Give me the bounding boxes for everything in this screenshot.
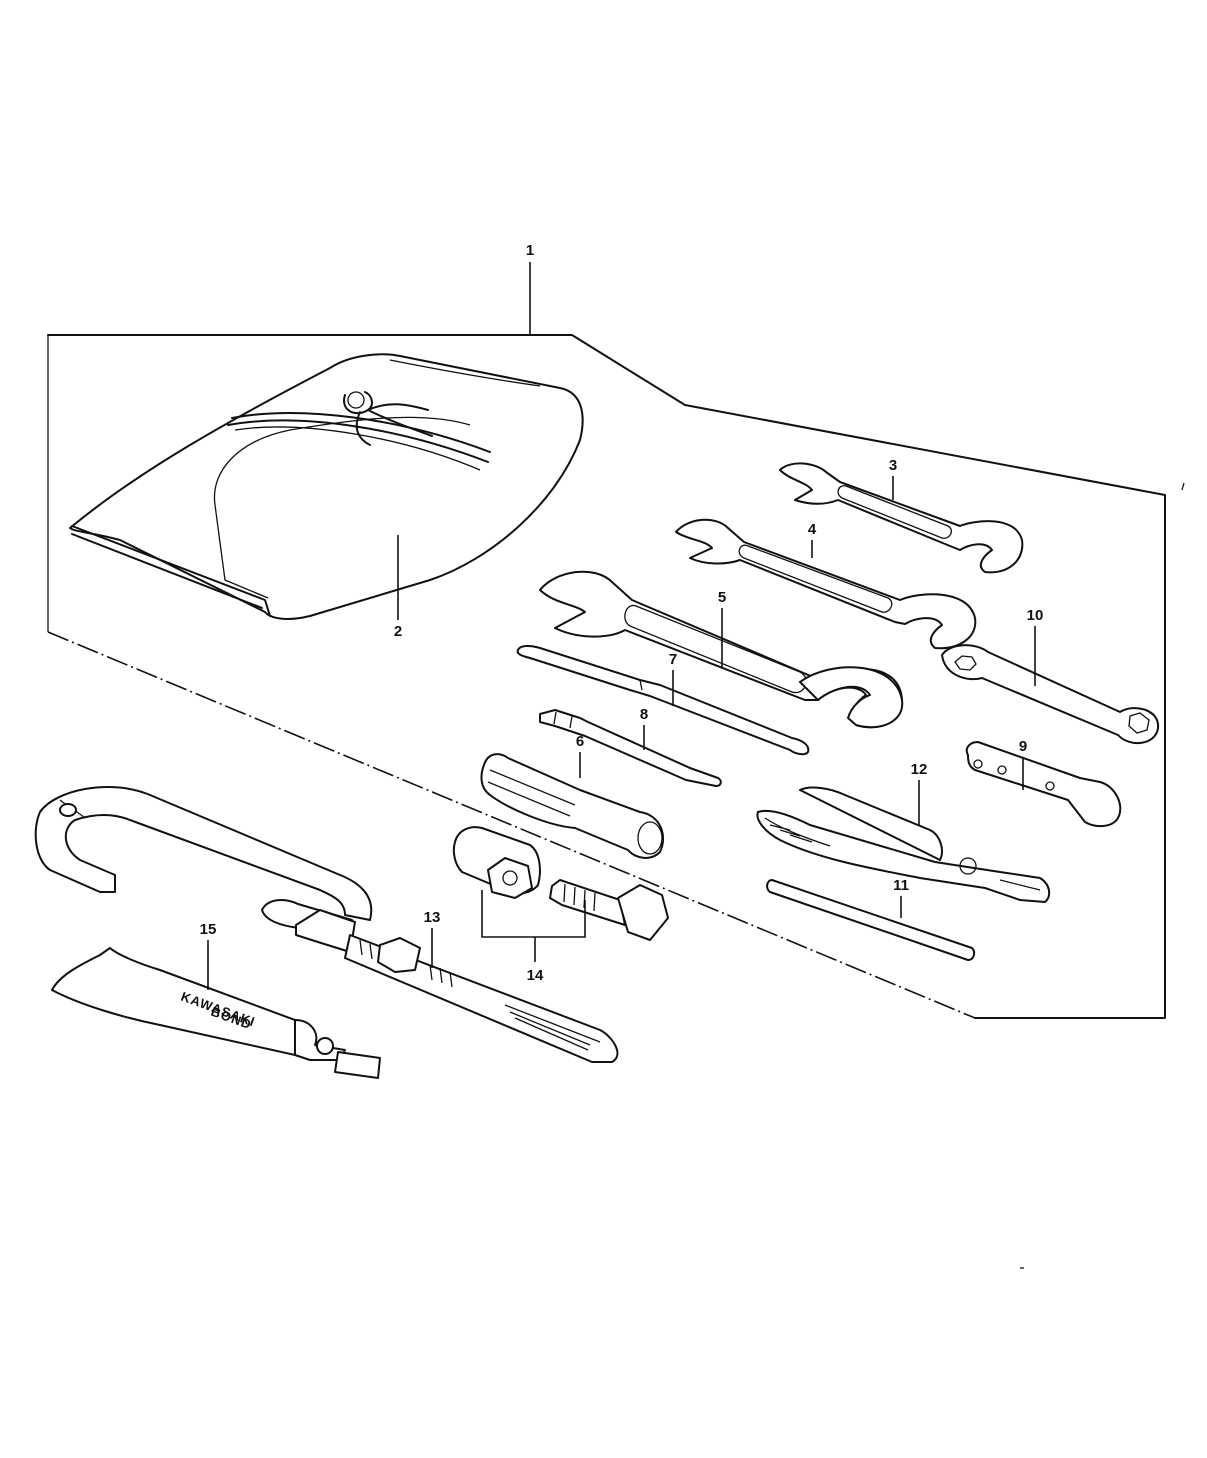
callout-10: 10 (1027, 607, 1044, 624)
spark-plug-wrench (965, 741, 1122, 828)
screwdriver-handle (480, 753, 665, 859)
callout-numbers: 1 2 3 4 5 6 7 8 9 10 11 12 13 14 15 (200, 242, 1044, 984)
wrench-medium (675, 518, 977, 650)
callout-3: 3 (889, 457, 897, 474)
screwdriver-phillips (539, 709, 722, 787)
pliers (756, 786, 1051, 903)
assembly-boundary (47, 334, 1166, 1019)
puller-bolt (261, 899, 619, 1063)
scan-specks (1020, 482, 1185, 1269)
callout-15: 15 (200, 921, 217, 938)
box-wrench (941, 644, 1160, 744)
callout-12: 12 (911, 761, 928, 778)
callout-8: 8 (640, 706, 648, 723)
callout-13: 13 (424, 909, 441, 926)
callout-14: 14 (527, 967, 544, 984)
callout-9: 9 (1019, 738, 1027, 755)
wrench-large (539, 570, 904, 729)
callout-1: 1 (526, 242, 534, 259)
callout-5: 5 (718, 589, 726, 606)
leader-lines (207, 262, 1036, 990)
adapter-nut (452, 826, 541, 899)
puller-hook (34, 785, 373, 921)
bond-tube: KAWASAKI BOND (51, 947, 381, 1079)
tool-bag (69, 353, 584, 620)
callout-7: 7 (669, 651, 677, 668)
callout-11: 11 (893, 877, 909, 894)
screwdriver-flat (516, 644, 810, 756)
callout-4: 4 (808, 521, 817, 538)
adapter-bolt (549, 879, 669, 941)
callout-2: 2 (394, 623, 402, 640)
tommy-bar (766, 879, 976, 961)
wrench-small (779, 462, 1024, 574)
callout-6: 6 (576, 733, 584, 750)
